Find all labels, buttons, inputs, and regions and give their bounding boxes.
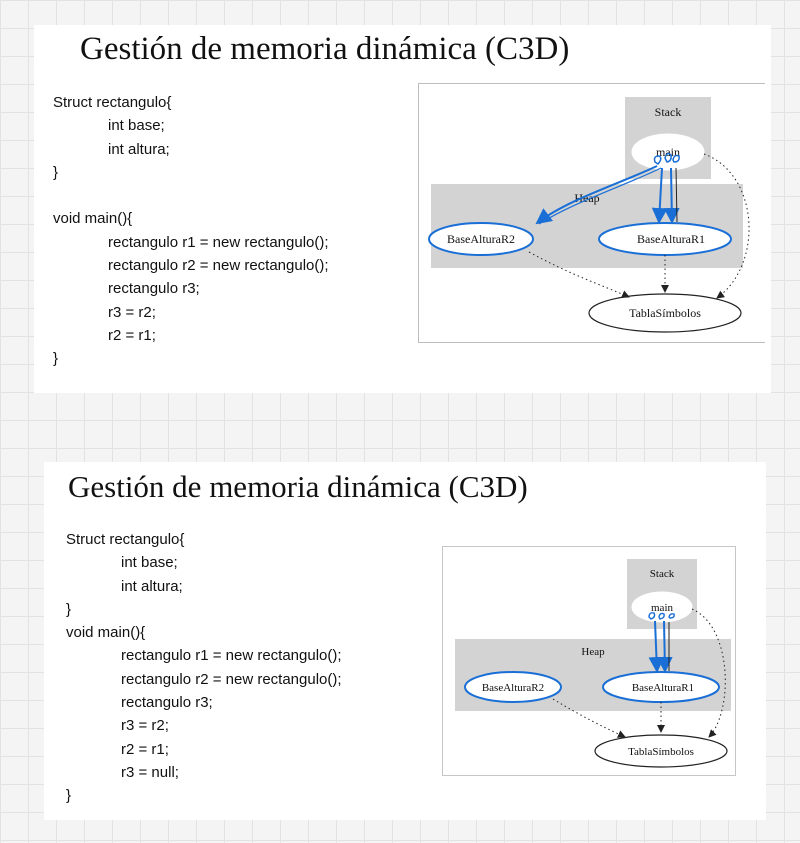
edge-r2-tabla [552, 698, 626, 738]
node-r2-label: BaseAlturaR2 [482, 682, 544, 694]
memory-diagram: Stack Heap main BaseAlturaR2 BaseAlturaR… [418, 83, 765, 343]
tabla-simbolos-label: TablaSímbolos [629, 306, 701, 320]
code-line: int base; [121, 554, 178, 572]
code-line: } [53, 163, 59, 181]
node-r1-label: BaseAlturaR1 [632, 682, 694, 694]
code-line: rectangulo r1 = new rectangulo(); [108, 233, 329, 251]
node-base-altura-r2 [428, 222, 534, 256]
annotation-scribble [648, 612, 675, 620]
node-tabla-simbolos [594, 734, 728, 768]
stack-label: Stack [655, 105, 682, 119]
main-label: main [651, 602, 673, 614]
code-line: } [53, 350, 59, 368]
tabla-simbolos-label: TablaSímbolos [628, 746, 694, 758]
slide-1: Gestión de memoria dinámica (C3D) Struct… [34, 25, 771, 393]
edge-main-tabla [691, 608, 726, 738]
code-line: } [66, 600, 72, 618]
code-line: rectangulo r3; [108, 280, 200, 298]
node-r1-label: BaseAlturaR1 [637, 232, 705, 246]
edge-main-r2-overlay [538, 167, 662, 225]
node-base-altura-r2 [464, 671, 562, 703]
main-node [631, 591, 693, 623]
slide-title: Gestión de memoria dinámica (C3D) [68, 469, 528, 504]
code-line: rectangulo r3; [121, 694, 213, 712]
code-line: r3 = null; [121, 763, 179, 781]
code-line: Struct rectangulo{ [66, 531, 185, 548]
code-line: rectangulo r1 = new rectangulo(); [121, 647, 342, 665]
slide-title: Gestión de memoria dinámica (C3D) [80, 31, 570, 67]
code-line: rectangulo r2 = new rectangulo(); [108, 257, 329, 275]
edge-main-r1-a [651, 167, 668, 224]
code-line: int altura; [108, 140, 170, 158]
edge-r2-tabla [528, 251, 630, 298]
code-line: r2 = r1; [121, 740, 169, 758]
code-line: rectangulo r2 = new rectangulo(); [121, 670, 342, 688]
heap-label: Heap [581, 646, 605, 658]
main-label: main [656, 145, 680, 159]
code-line: int altura; [121, 577, 183, 595]
edge-main-r1-b [656, 620, 673, 673]
slide-2: Gestión de memoria dinámica (C3D) Struct… [44, 462, 766, 820]
code-line: r3 = r2; [121, 717, 169, 735]
heap-label: Heap [574, 191, 599, 205]
edge-main-r1-c [675, 167, 678, 223]
memory-diagram-svg: Stack Heap main BaseAlturaR2 BaseAlturaR… [428, 97, 750, 333]
edge-main-r2 [535, 165, 658, 225]
code-line: } [66, 787, 72, 805]
code-line [53, 184, 329, 207]
code-line: r2 = r1; [108, 326, 156, 344]
code-block: Struct rectangulo{ int base; int altura;… [66, 528, 342, 808]
code-line: Struct rectangulo{ [53, 94, 172, 111]
edge-main-r1-a [648, 620, 665, 673]
node-r2-label: BaseAlturaR2 [447, 232, 515, 246]
memory-diagram: Stack Heap main BaseAlturaR2 BaseAlturaR… [442, 546, 736, 776]
code-line: void main(){ [66, 624, 146, 642]
code-block: Struct rectangulo{ int base; int altura;… [53, 91, 329, 371]
node-tabla-simbolos [588, 293, 742, 333]
code-line: r3 = r2; [108, 303, 156, 321]
code-line: int base; [108, 117, 165, 135]
memory-diagram-svg: Stack Heap main BaseAlturaR2 BaseAlturaR… [455, 559, 731, 768]
stack-label: Stack [650, 568, 675, 580]
edge-main-r1-b [663, 167, 680, 224]
annotation-scribble [653, 152, 680, 165]
code-line: void main(){ [53, 210, 133, 228]
main-node [631, 133, 705, 171]
